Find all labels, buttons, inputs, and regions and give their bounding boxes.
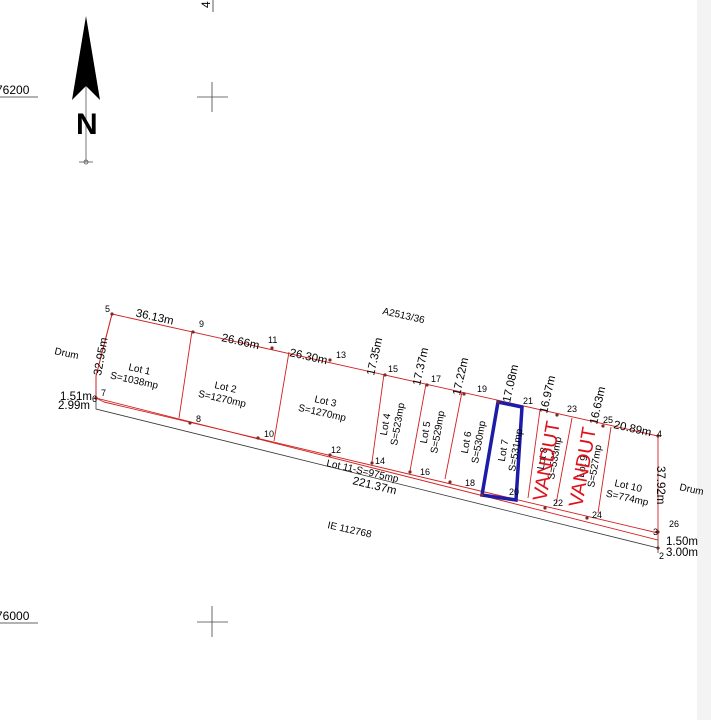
lot-4[interactable]: Lot 4 S=523mp (377, 400, 408, 447)
road-line (95, 398, 659, 549)
dim-top-19-21: 17.08m (501, 364, 521, 404)
divider-2-3 (273, 351, 290, 442)
lot-7-highlight[interactable] (479, 399, 524, 503)
point-19: 19 (477, 384, 487, 394)
road-label-west: Drum (53, 346, 79, 362)
ie-ref: IE 112768 (326, 520, 373, 541)
lot-2[interactable]: Lot 2 S=1270mp (197, 377, 250, 410)
point-18: 18 (465, 478, 475, 488)
lot-3[interactable]: Lot 3 S=1270mp (297, 391, 350, 424)
road-label-east: Drum (678, 482, 704, 498)
dim-top-25-4: 20.89m (612, 419, 652, 439)
lot-5[interactable]: Lot 5 S=529mp (417, 408, 448, 455)
lot-5-area: S=529mp (429, 410, 447, 455)
grid-coord-top-right: 4 (199, 1, 213, 8)
lot-6-name: Lot 6 (460, 430, 475, 454)
parcel-west-edge (95, 313, 113, 403)
lot-6-area: S=530mp (470, 420, 488, 465)
lot-8-name: Lot 8 (536, 446, 551, 470)
lot-4-name: Lot 4 (379, 412, 394, 436)
divider-3-4 (371, 373, 385, 463)
lot-6[interactable]: Lot 6 S=530mp (458, 418, 489, 465)
lot-3-name: Lot 3 (313, 394, 338, 410)
point-11: 11 (268, 335, 277, 345)
dim-right-small-2: 3.00m (666, 547, 698, 559)
north-arrow-icon (72, 16, 100, 165)
lot-1[interactable]: Lot 1 S=1038mp (109, 359, 162, 392)
point-14: 14 (375, 456, 385, 466)
point-20: 20 (509, 487, 519, 497)
divider-9-10 (597, 426, 612, 514)
dim-left-small-2: 2.99m (58, 400, 90, 412)
dim-top-5-9: 36.13m (135, 308, 175, 328)
lot-7[interactable]: Lot 7 S=531mp (495, 426, 526, 473)
dim-top-17-19: 17.22m (451, 357, 471, 397)
point-26: 26 (669, 519, 679, 529)
point-6: 6 (92, 394, 97, 404)
lot11-strip-line (103, 401, 659, 534)
north-letter: N (76, 108, 98, 141)
point-16: 16 (420, 467, 430, 477)
dim-left-small-1: 1.51m (60, 391, 92, 403)
point-10: 10 (264, 429, 274, 439)
divider-5-6 (444, 391, 463, 480)
survey-points (94, 312, 660, 550)
point-12: 12 (331, 445, 341, 455)
grid-coord-bottom: 76000 (0, 609, 30, 623)
lot-5-name: Lot 5 (419, 420, 434, 444)
point-5: 5 (105, 304, 110, 314)
point-25: 25 (603, 415, 613, 425)
grid-cross-bottom (197, 606, 228, 637)
divider-8-9 (555, 417, 573, 505)
point-22: 22 (553, 498, 563, 508)
cadastral-ref: A2513/36 (381, 306, 426, 326)
point-17: 17 (431, 374, 441, 384)
lot-4-area: S=523mp (389, 402, 407, 447)
lot-2-name: Lot 2 (213, 380, 238, 396)
page-edge (697, 0, 711, 720)
grid-coord-top: 76200 (0, 83, 30, 97)
point-13: 13 (336, 350, 346, 360)
dim-top-9-11: 26.66m (220, 332, 260, 352)
lot-9-name: Lot 9 (576, 454, 591, 478)
point-21: 21 (523, 396, 533, 406)
lot-10[interactable]: Lot 10 S=774mp (605, 477, 652, 509)
point-24: 24 (592, 510, 602, 520)
lot-7-area: S=531mp (507, 428, 525, 473)
lot-1-name: Lot 1 (127, 362, 152, 378)
divider-4-5 (409, 383, 427, 472)
point-15: 15 (388, 364, 398, 374)
dim-top-15-17: 17.37m (411, 347, 431, 387)
lot-7-name: Lot 7 (497, 438, 512, 462)
grid-cross-top (197, 82, 228, 112)
dim-right-small-1: 1.50m (666, 536, 698, 548)
dim-top-21-23: 16.97m (538, 375, 558, 415)
point-3: 3 (653, 527, 658, 537)
point-7: 7 (101, 388, 106, 398)
dim-right-side: 37.92m (654, 466, 666, 504)
point-4: 4 (657, 429, 662, 439)
point-8: 8 (196, 414, 201, 424)
point-23: 23 (567, 404, 577, 414)
dim-top-13-15: 17.35m (365, 337, 385, 377)
point-2: 2 (659, 551, 664, 561)
dim-top-11-13: 26.30m (288, 347, 328, 367)
divider-1-2 (178, 330, 193, 419)
divider-7-8 (527, 409, 541, 499)
point-9: 9 (199, 319, 204, 329)
dim-left-side: 32.95m (92, 337, 110, 377)
